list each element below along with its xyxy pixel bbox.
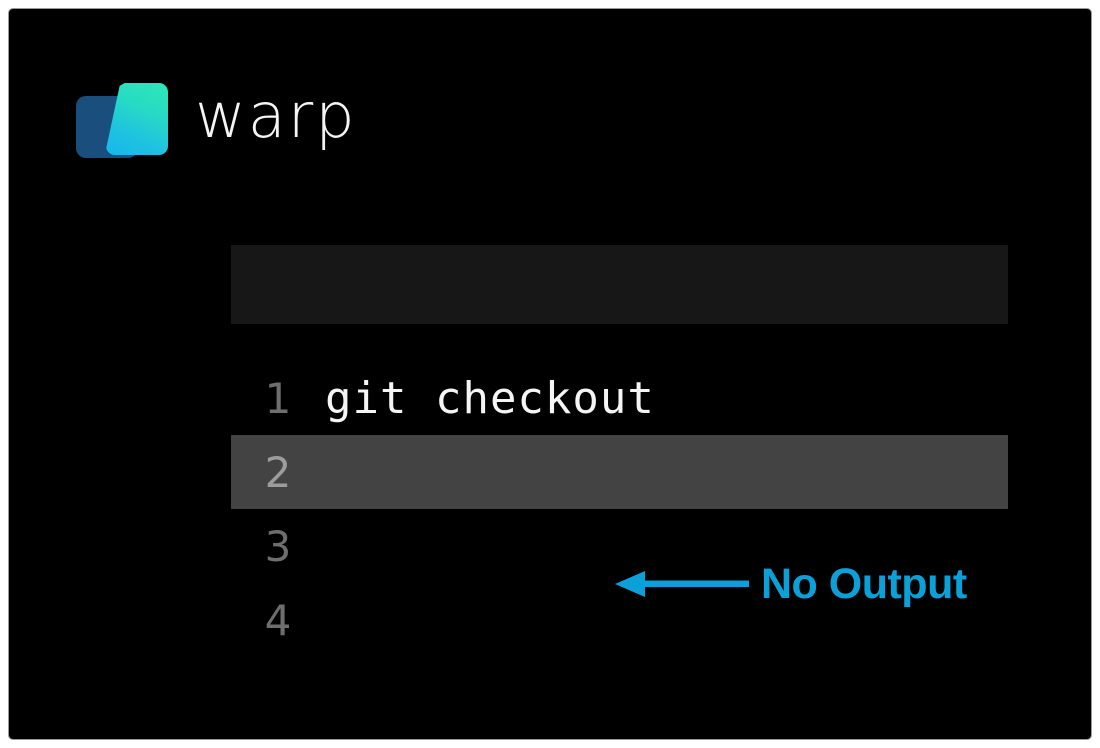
annotation-label: No Output <box>761 559 967 608</box>
prompt-block-area <box>231 245 1008 324</box>
table-row[interactable]: 2 <box>231 435 1008 509</box>
line-text: git checkout <box>325 372 655 424</box>
table-row[interactable]: 1 git checkout <box>231 361 1008 435</box>
line-number: 1 <box>264 373 292 423</box>
arrow-left-icon <box>615 571 749 597</box>
line-number: 4 <box>264 595 292 645</box>
prompt-input-block[interactable] <box>231 245 1008 324</box>
terminal-line-list: 1 git checkout 2 3 4 <box>231 361 1008 657</box>
line-number: 3 <box>264 521 292 571</box>
table-row[interactable]: 4 <box>231 583 1008 657</box>
logo-front-shape <box>106 83 168 155</box>
brand-lockup: warp <box>73 77 357 163</box>
warp-terminal-panel: warp 1 git checkout 2 3 4 <box>8 8 1092 740</box>
line-number: 2 <box>264 447 292 497</box>
brand-wordmark: warp <box>195 79 357 152</box>
warp-logo-icon <box>73 78 169 162</box>
table-row[interactable]: 3 <box>231 509 1008 583</box>
annotation-callout: No Output <box>615 558 967 610</box>
